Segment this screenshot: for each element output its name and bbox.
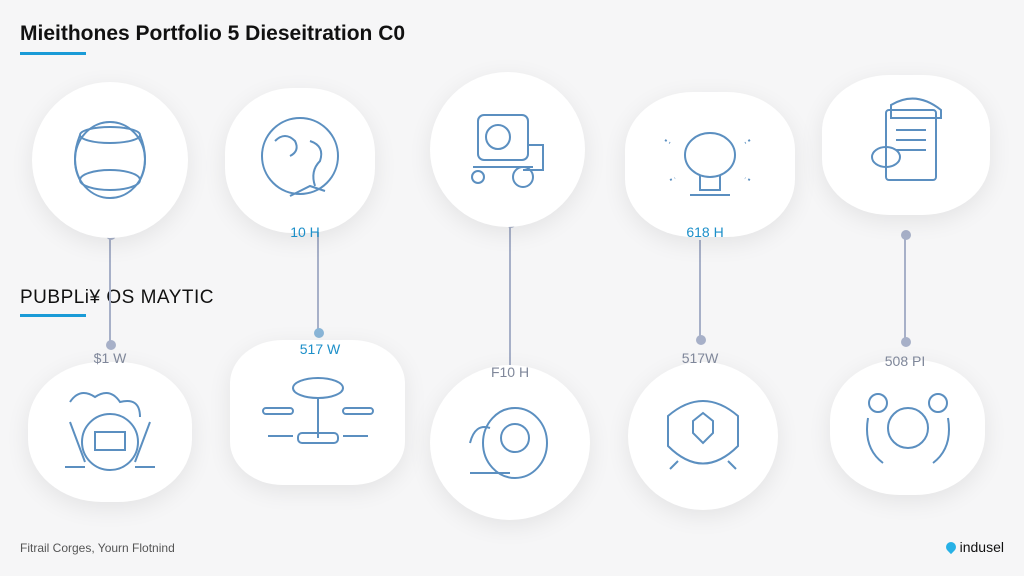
section-title: PUBPLi¥ OS MAYTIC <box>20 287 214 308</box>
tree-icon <box>65 392 155 471</box>
page-title: Mieithones Portfolio 5 Dieseitration C0 <box>20 22 406 45</box>
section-underline <box>20 314 86 317</box>
connector-dot <box>314 328 324 338</box>
top-node-4-label: 618 H <box>686 224 724 240</box>
platform-icon <box>261 376 374 444</box>
bottom-node-3[interactable] <box>430 365 590 520</box>
connector-dot <box>106 340 116 350</box>
top-node-2[interactable] <box>225 88 375 233</box>
connector-dot <box>696 335 706 345</box>
top-node-3[interactable] <box>430 72 585 227</box>
machine-icon <box>470 113 544 188</box>
bottom-node-1-label: $1 W <box>93 350 127 366</box>
bottom-node-1[interactable] <box>28 362 192 502</box>
robot-icon <box>664 131 751 196</box>
shield-icon <box>667 400 739 470</box>
top-node-2-label: 10 H <box>290 224 320 240</box>
bottom-node-4-label: 517W <box>681 350 719 366</box>
connector-2 <box>317 230 319 333</box>
bottom-node-5-label: 508 PI <box>884 353 926 369</box>
connector-3 <box>509 222 511 487</box>
top-node-1[interactable] <box>32 82 188 238</box>
top-node-5[interactable] <box>822 75 990 215</box>
document-icon <box>871 97 942 181</box>
bottom-node-2-label: 517 W <box>299 341 341 357</box>
connector-dot <box>901 337 911 347</box>
connector-5 <box>904 235 906 342</box>
coin-icon <box>469 406 548 479</box>
bottom-node-4[interactable] <box>628 362 778 510</box>
globe-icon <box>261 116 339 197</box>
top-node-4[interactable] <box>625 92 795 237</box>
people-icon <box>865 392 950 464</box>
bottom-node-5[interactable] <box>830 360 985 495</box>
bottom-node-3-label: F10 H <box>490 364 530 380</box>
title-underline <box>20 52 86 55</box>
lantern-icon <box>74 121 146 199</box>
bottom-node-2[interactable] <box>230 340 405 485</box>
footer-text: Fitrail Corges, Yourn Flotnind <box>20 541 175 555</box>
connector-1 <box>109 235 111 345</box>
location-pin-icon <box>943 539 958 555</box>
brand-name: indusel <box>959 539 1004 555</box>
connector-dot <box>901 230 911 240</box>
connector-4 <box>699 240 701 340</box>
brand-logo[interactable]: indusel <box>943 539 1004 555</box>
